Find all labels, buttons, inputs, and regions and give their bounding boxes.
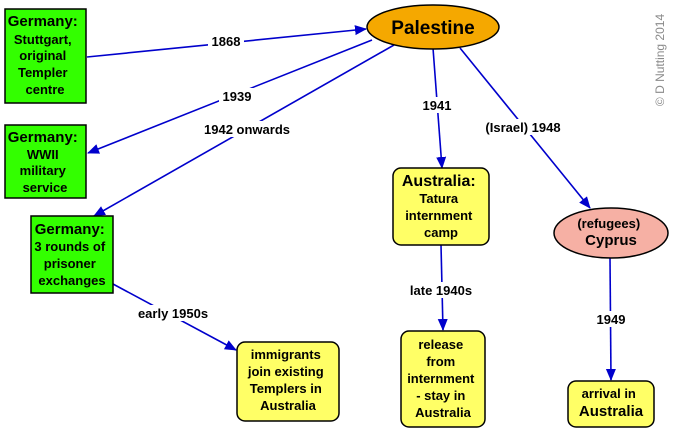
edge-label-1949: 1949 [597,312,626,327]
edge-label-1868: 1868 [212,34,241,49]
edge-label-late-1940s-bg [405,282,477,298]
node-immigrants: immigrants join existing Templers in Aus… [236,341,340,422]
node-australia-tatura: Australia: Tatura internment camp [392,167,490,246]
germany-exchanges-box [30,215,114,294]
edge-label-1939: 1939 [223,89,252,104]
palestine-label: Palestine [391,18,474,39]
germany-exchanges-label: Germany: 3 rounds of prisoner exchanges [34,221,109,288]
node-germany-exchanges: Germany: 3 rounds of prisoner exchanges [30,215,114,294]
australia-tatura-label: Australia: Tatura internment camp [402,173,480,240]
edge-label-early-1950s: early 1950s [138,306,208,321]
edge-label-1949-bg [592,311,630,327]
edges [86,25,616,381]
edge-label-1939-bg [219,88,255,104]
australia-tatura-box [392,167,490,246]
germany-wwii-label: Germany: WWII military service [8,129,82,195]
cyprus-ellipse [553,207,669,259]
edge-label-1948: (Israel) 1948 [485,120,560,135]
immigrants-label: immigrants join existing Templers in Aus… [247,346,328,413]
immigrants-box [236,341,340,422]
palestine-ellipse [366,4,500,50]
edge-label-1941-bg [420,97,454,113]
arrival-box [567,380,655,428]
edge-label-1942: 1942 onwards [204,122,290,137]
node-palestine: Palestine [366,4,500,50]
edge-label-1948-bg [478,119,568,135]
edge-label-early-1950s-bg [133,305,213,321]
germany-wwii-box [4,124,87,199]
edge-label-1941: 1941 [423,98,452,113]
arrival-label: arrival in Australia [579,385,644,420]
node-germany-wwii: Germany: WWII military service [4,124,87,199]
node-cyprus: (refugees) Cyprus [553,207,669,259]
release-box [400,330,486,428]
edge-label-1942-bg [197,121,297,137]
release-label: release from internment - stay in Austra… [407,336,479,420]
node-arrival: arrival in Australia [567,380,655,428]
germany-stuttgart-box [4,8,87,104]
edge-labels: 1868 1939 1942 onwards 1941 (Israel) 194… [133,33,630,327]
node-release: release from internment - stay in Austra… [400,330,486,428]
cyprus-label: (refugees) Cyprus [577,215,644,249]
edge-label-late-1940s: late 1940s [410,283,472,298]
node-germany-stuttgart: Germany: Stuttgart, original Templer cen… [4,8,87,104]
copyright-text: © D Nutting 2014 [653,14,667,107]
germany-stuttgart-label: Germany: Stuttgart, original Templer cen… [8,13,82,97]
edge-label-1868-bg [208,33,244,49]
